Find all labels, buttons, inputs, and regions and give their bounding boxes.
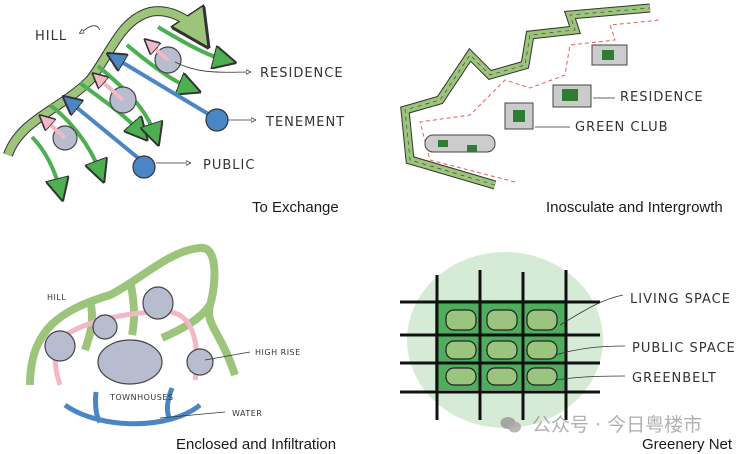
- label-townhouses: TOWNHOUSES: [109, 393, 173, 402]
- high-rise-nodes: [44, 286, 214, 376]
- enclosed-diagram: HILL HIGH RISE TOWNHOUSES WATER: [26, 244, 301, 427]
- wechat-icon: [500, 417, 521, 433]
- watermark-text: 公众号 · 今日粤楼市: [532, 414, 703, 436]
- watermark: 公众号 · 今日粤楼市: [500, 410, 702, 437]
- pink-arrows: [45, 44, 170, 140]
- red-boundary: [419, 19, 661, 183]
- living-space-cells: [445, 309, 558, 386]
- caption-to-exchange: To Exchange: [252, 199, 339, 216]
- label-hill: HILL: [35, 29, 67, 44]
- label-tenement: TENEMENT: [265, 115, 345, 130]
- panel-inosculate: RESIDENCE GREEN CLUB Inosculate and Inte…: [370, 0, 740, 225]
- caption-enclosed: Enclosed and Infiltration: [176, 436, 337, 453]
- caption-inosculate: Inosculate and Intergrowth: [546, 199, 723, 216]
- label-living-space: LIVING SPACE: [630, 292, 731, 307]
- label-green-club: GREEN CLUB: [575, 120, 669, 135]
- label-hill: HILL: [47, 293, 66, 302]
- label-public: PUBLIC: [203, 158, 255, 173]
- label-public-space: PUBLIC SPACE: [632, 341, 736, 356]
- label-high-rise: HIGH RISE: [255, 348, 301, 357]
- label-greenbelt: GREENBELT: [632, 371, 717, 386]
- inosculate-diagram: RESIDENCE GREEN CLUB: [400, 3, 704, 190]
- building-clusters: [424, 44, 628, 153]
- panel-to-exchange: HILL RESIDENCE TENEMENT PUBLIC To Exchan…: [0, 0, 370, 225]
- blue-flow-arrows: [70, 58, 217, 164]
- label-residence: RESIDENCE: [620, 90, 704, 105]
- to-exchange-diagram: HILL RESIDENCE TENEMENT PUBLIC: [3, 0, 345, 225]
- greenery-net-diagram: LIVING SPACE PUBLIC SPACE GREENBELT: [400, 252, 736, 428]
- net-arrows: [400, 270, 600, 420]
- label-water: WATER: [232, 409, 262, 418]
- panel-enclosed: HILL HIGH RISE TOWNHOUSES WATER Enclosed…: [0, 230, 370, 454]
- panel-greenery-net: LIVING SPACE PUBLIC SPACE GREENBELT Gree…: [370, 230, 740, 454]
- townhouses-node: [97, 339, 163, 385]
- label-residence: RESIDENCE: [260, 66, 344, 81]
- caption-greenery-net: Greenery Net: [642, 436, 733, 453]
